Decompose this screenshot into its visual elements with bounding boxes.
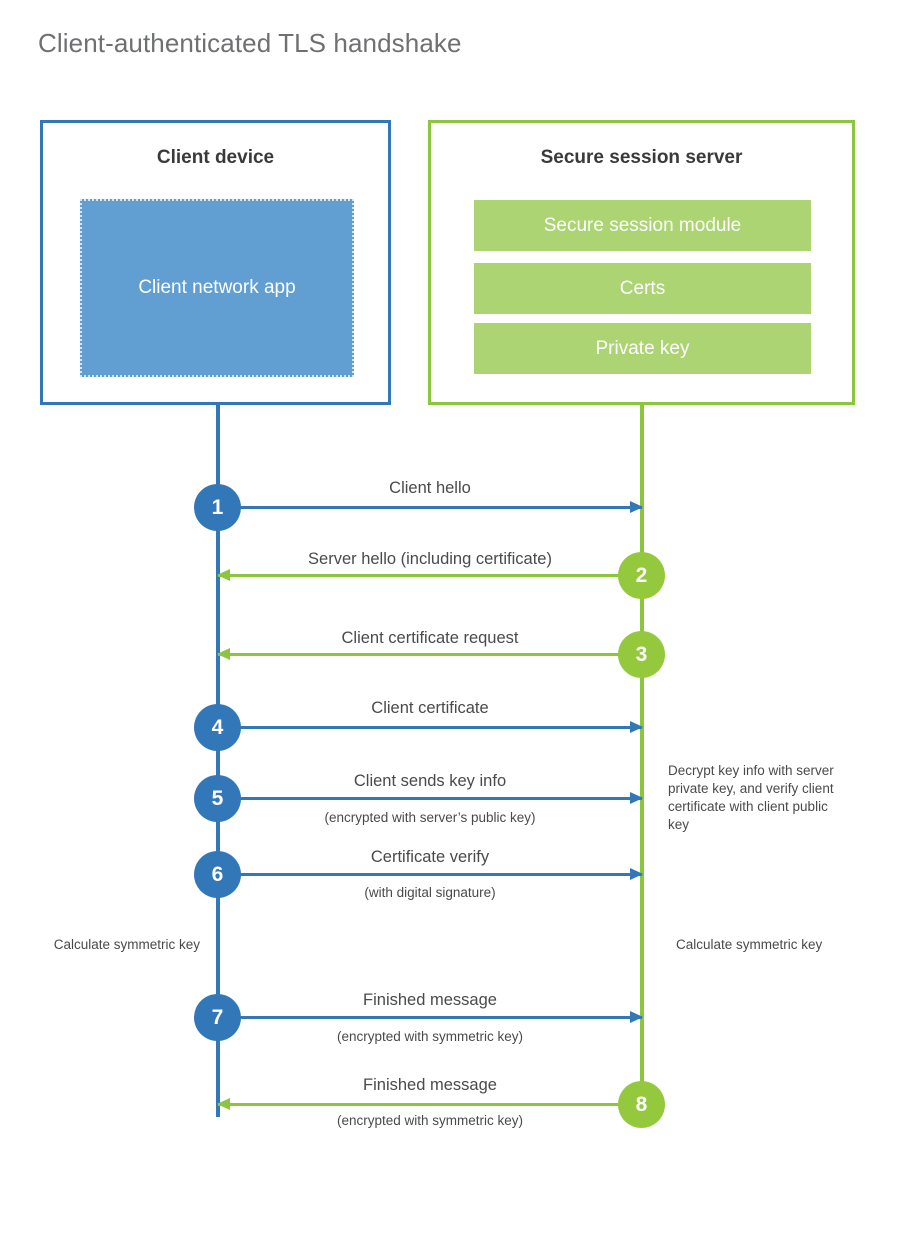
client-network-app-label: Client network app [138,277,296,299]
server-module-private-key: Private key [474,323,811,374]
step-8-label: Finished message [363,1076,497,1094]
page-title: Client-authenticated TLS handshake [38,28,462,58]
arrow-shaft [218,653,642,656]
arrow-head-right-icon [630,501,643,513]
arrow-head-right-icon [630,868,643,880]
note-calculate-symmetric-key-server: Calculate symmetric key [676,937,823,952]
arrow-shaft [218,574,642,577]
step-2-label: Server hello (including certificate) [308,550,552,568]
server-module-secure-session-module: Secure session module [474,200,811,251]
step-1-label: Client hello [389,479,471,497]
step-7-circle[interactable]: 7 [194,994,241,1041]
step-8-circle[interactable]: 8 [618,1081,665,1128]
client-network-app-block: Client network app [80,199,354,377]
step-4-circle[interactable]: 4 [194,704,241,751]
step-6-label: Certificate verify [370,848,490,866]
step-5-label: Client sends key info [353,772,507,790]
client-device-box: Client device Client network app [40,120,391,405]
step-6-sublabel: (with digital signature) [364,885,496,900]
step-1-circle[interactable]: 1 [194,484,241,531]
step-6-arrow [218,868,643,880]
arrow-shaft [218,797,642,800]
note-decrypt-key-info: Decrypt key info with server private key… [668,763,834,832]
arrow-head-right-icon [630,792,643,804]
step-7-sublabel: (encrypted with symmetric key) [336,1029,524,1044]
arrow-shaft [218,1103,642,1106]
secure-session-server-box: Secure session server Secure session mod… [428,120,855,405]
arrow-shaft [218,873,642,876]
step-5-sublabel: (encrypted with server’s public key) [324,810,536,825]
arrow-head-left-icon [217,648,230,660]
step-2-arrow [217,569,642,581]
step-5-arrow [218,792,643,804]
step-5-circle[interactable]: 5 [194,775,241,822]
step-8-sublabel: (encrypted with symmetric key) [336,1113,524,1128]
step-2-circle[interactable]: 2 [618,552,665,599]
arrow-shaft [218,726,642,729]
server-module-certs: Certs [474,263,811,314]
arrow-head-right-icon [630,1011,643,1023]
step-4-label: Client certificate [371,699,489,717]
client-device-title: Client device [156,147,275,168]
step-1-arrow [218,501,643,513]
arrow-head-left-icon [217,569,230,581]
step-6-circle[interactable]: 6 [194,851,241,898]
step-4-arrow [218,721,643,733]
arrow-shaft [218,1016,642,1019]
server-lifeline [640,405,644,1105]
step-8-arrow [217,1098,642,1110]
step-3-label: Client certificate request [341,629,519,647]
client-lifeline [216,405,220,1117]
note-calculate-symmetric-key-client: Calculate symmetric key [53,937,200,952]
step-7-label: Finished message [363,991,497,1009]
arrow-head-left-icon [217,1098,230,1110]
arrow-head-right-icon [630,721,643,733]
secure-session-server-title: Secure session server [540,147,743,168]
step-3-circle[interactable]: 3 [618,631,665,678]
arrow-shaft [218,506,642,509]
step-7-arrow [218,1011,643,1023]
step-3-arrow [217,648,642,660]
